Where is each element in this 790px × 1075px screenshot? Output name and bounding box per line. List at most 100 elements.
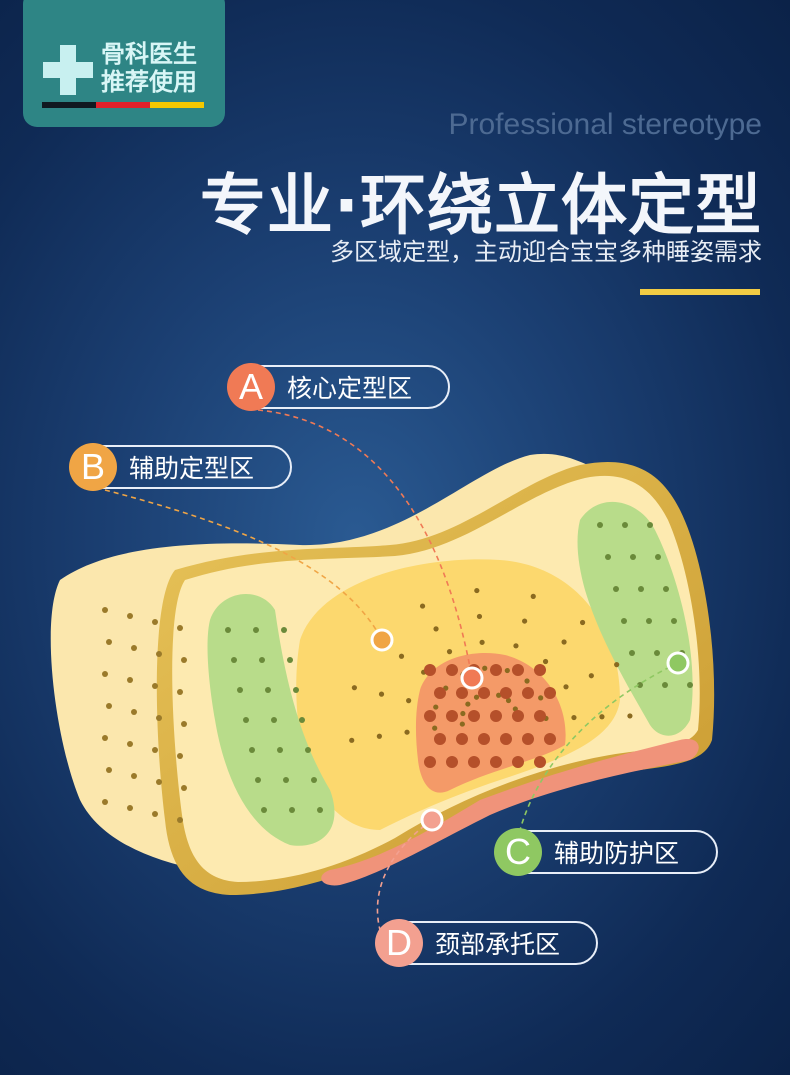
hole: [243, 717, 249, 723]
hole: [627, 713, 633, 719]
hole: [299, 717, 305, 723]
hole: [277, 747, 283, 753]
hole: [261, 807, 267, 813]
hole: [544, 687, 556, 699]
hole: [465, 701, 471, 707]
hole: [597, 522, 603, 528]
hole: [446, 664, 458, 676]
hole: [127, 741, 133, 747]
hole: [446, 756, 458, 768]
hole: [265, 687, 271, 693]
hole: [434, 733, 446, 745]
hole: [561, 639, 567, 645]
zone-label-a: A 核心定型区: [227, 363, 450, 411]
hole: [131, 709, 137, 715]
hole: [177, 625, 183, 631]
hole: [102, 607, 108, 613]
hole: [225, 627, 231, 633]
hole: [253, 627, 259, 633]
hole: [544, 733, 556, 745]
hole: [283, 777, 289, 783]
badge-line-1: 骨科医生: [101, 40, 197, 68]
hole: [571, 714, 577, 721]
badge-line-2: 推荐使用: [101, 68, 197, 96]
neck-support-zone: [321, 739, 699, 886]
hole: [419, 603, 426, 609]
hole: [613, 586, 619, 592]
hole: [156, 651, 162, 657]
hole: [512, 710, 524, 722]
hole: [311, 777, 317, 783]
hole: [131, 773, 137, 779]
hole: [629, 650, 635, 656]
hole: [505, 697, 512, 704]
hole: [424, 664, 436, 676]
connector-a: [257, 409, 473, 679]
hole: [106, 767, 112, 773]
hole: [512, 664, 524, 676]
hole: [376, 733, 382, 739]
hole: [662, 682, 668, 688]
hole: [504, 667, 510, 674]
hole: [482, 665, 488, 671]
hole: [468, 710, 480, 722]
hole: [177, 817, 183, 823]
hole: [614, 662, 620, 668]
hole: [433, 626, 439, 632]
hole: [424, 710, 436, 722]
accent-line: [640, 289, 760, 295]
hole: [398, 653, 405, 659]
hole: [237, 687, 243, 693]
hole: [538, 695, 544, 701]
zone-label-d: D 颈部承托区: [375, 919, 598, 967]
hole: [654, 650, 660, 656]
zone-name-d: 颈部承托区: [435, 930, 561, 959]
hole: [152, 619, 158, 625]
hole: [424, 756, 436, 768]
marker-a: [460, 666, 484, 690]
hole: [152, 811, 158, 817]
hole: [404, 729, 410, 735]
hole: [599, 714, 605, 720]
marker-c: [666, 651, 690, 675]
hole: [406, 698, 412, 704]
hole: [446, 710, 458, 722]
hole: [152, 683, 158, 689]
hole: [433, 704, 439, 710]
hole: [127, 677, 133, 683]
hole: [255, 777, 261, 783]
hole: [446, 649, 453, 655]
hole: [127, 613, 133, 619]
hole: [289, 807, 295, 813]
marker-d: [420, 808, 444, 832]
hole: [496, 692, 502, 698]
hole: [476, 613, 483, 620]
zone-letter-d: D: [375, 919, 423, 967]
description: 多区域定型，主动迎合宝宝多种睡姿需求: [330, 238, 762, 266]
hole: [434, 687, 446, 699]
flag-stripe: [42, 102, 204, 108]
hole: [317, 807, 323, 813]
hole: [249, 747, 255, 753]
hole: [500, 687, 512, 699]
hole: [638, 586, 644, 592]
connector-c: [519, 662, 679, 831]
hole: [622, 522, 628, 528]
hole: [534, 756, 546, 768]
hole: [181, 721, 187, 727]
page-title: 专业·环绕立体定型: [199, 167, 762, 244]
hole: [156, 779, 162, 785]
hole: [663, 586, 669, 592]
hole: [479, 639, 485, 645]
medical-cross-icon: [43, 45, 93, 95]
zone-letter-a: A: [227, 363, 275, 411]
hole: [281, 627, 287, 633]
hole: [378, 691, 385, 697]
hole: [181, 657, 187, 663]
hole: [478, 687, 490, 699]
hole: [522, 733, 534, 745]
hole: [647, 522, 653, 528]
left-green-zone: [207, 593, 335, 846]
hole: [490, 710, 502, 722]
